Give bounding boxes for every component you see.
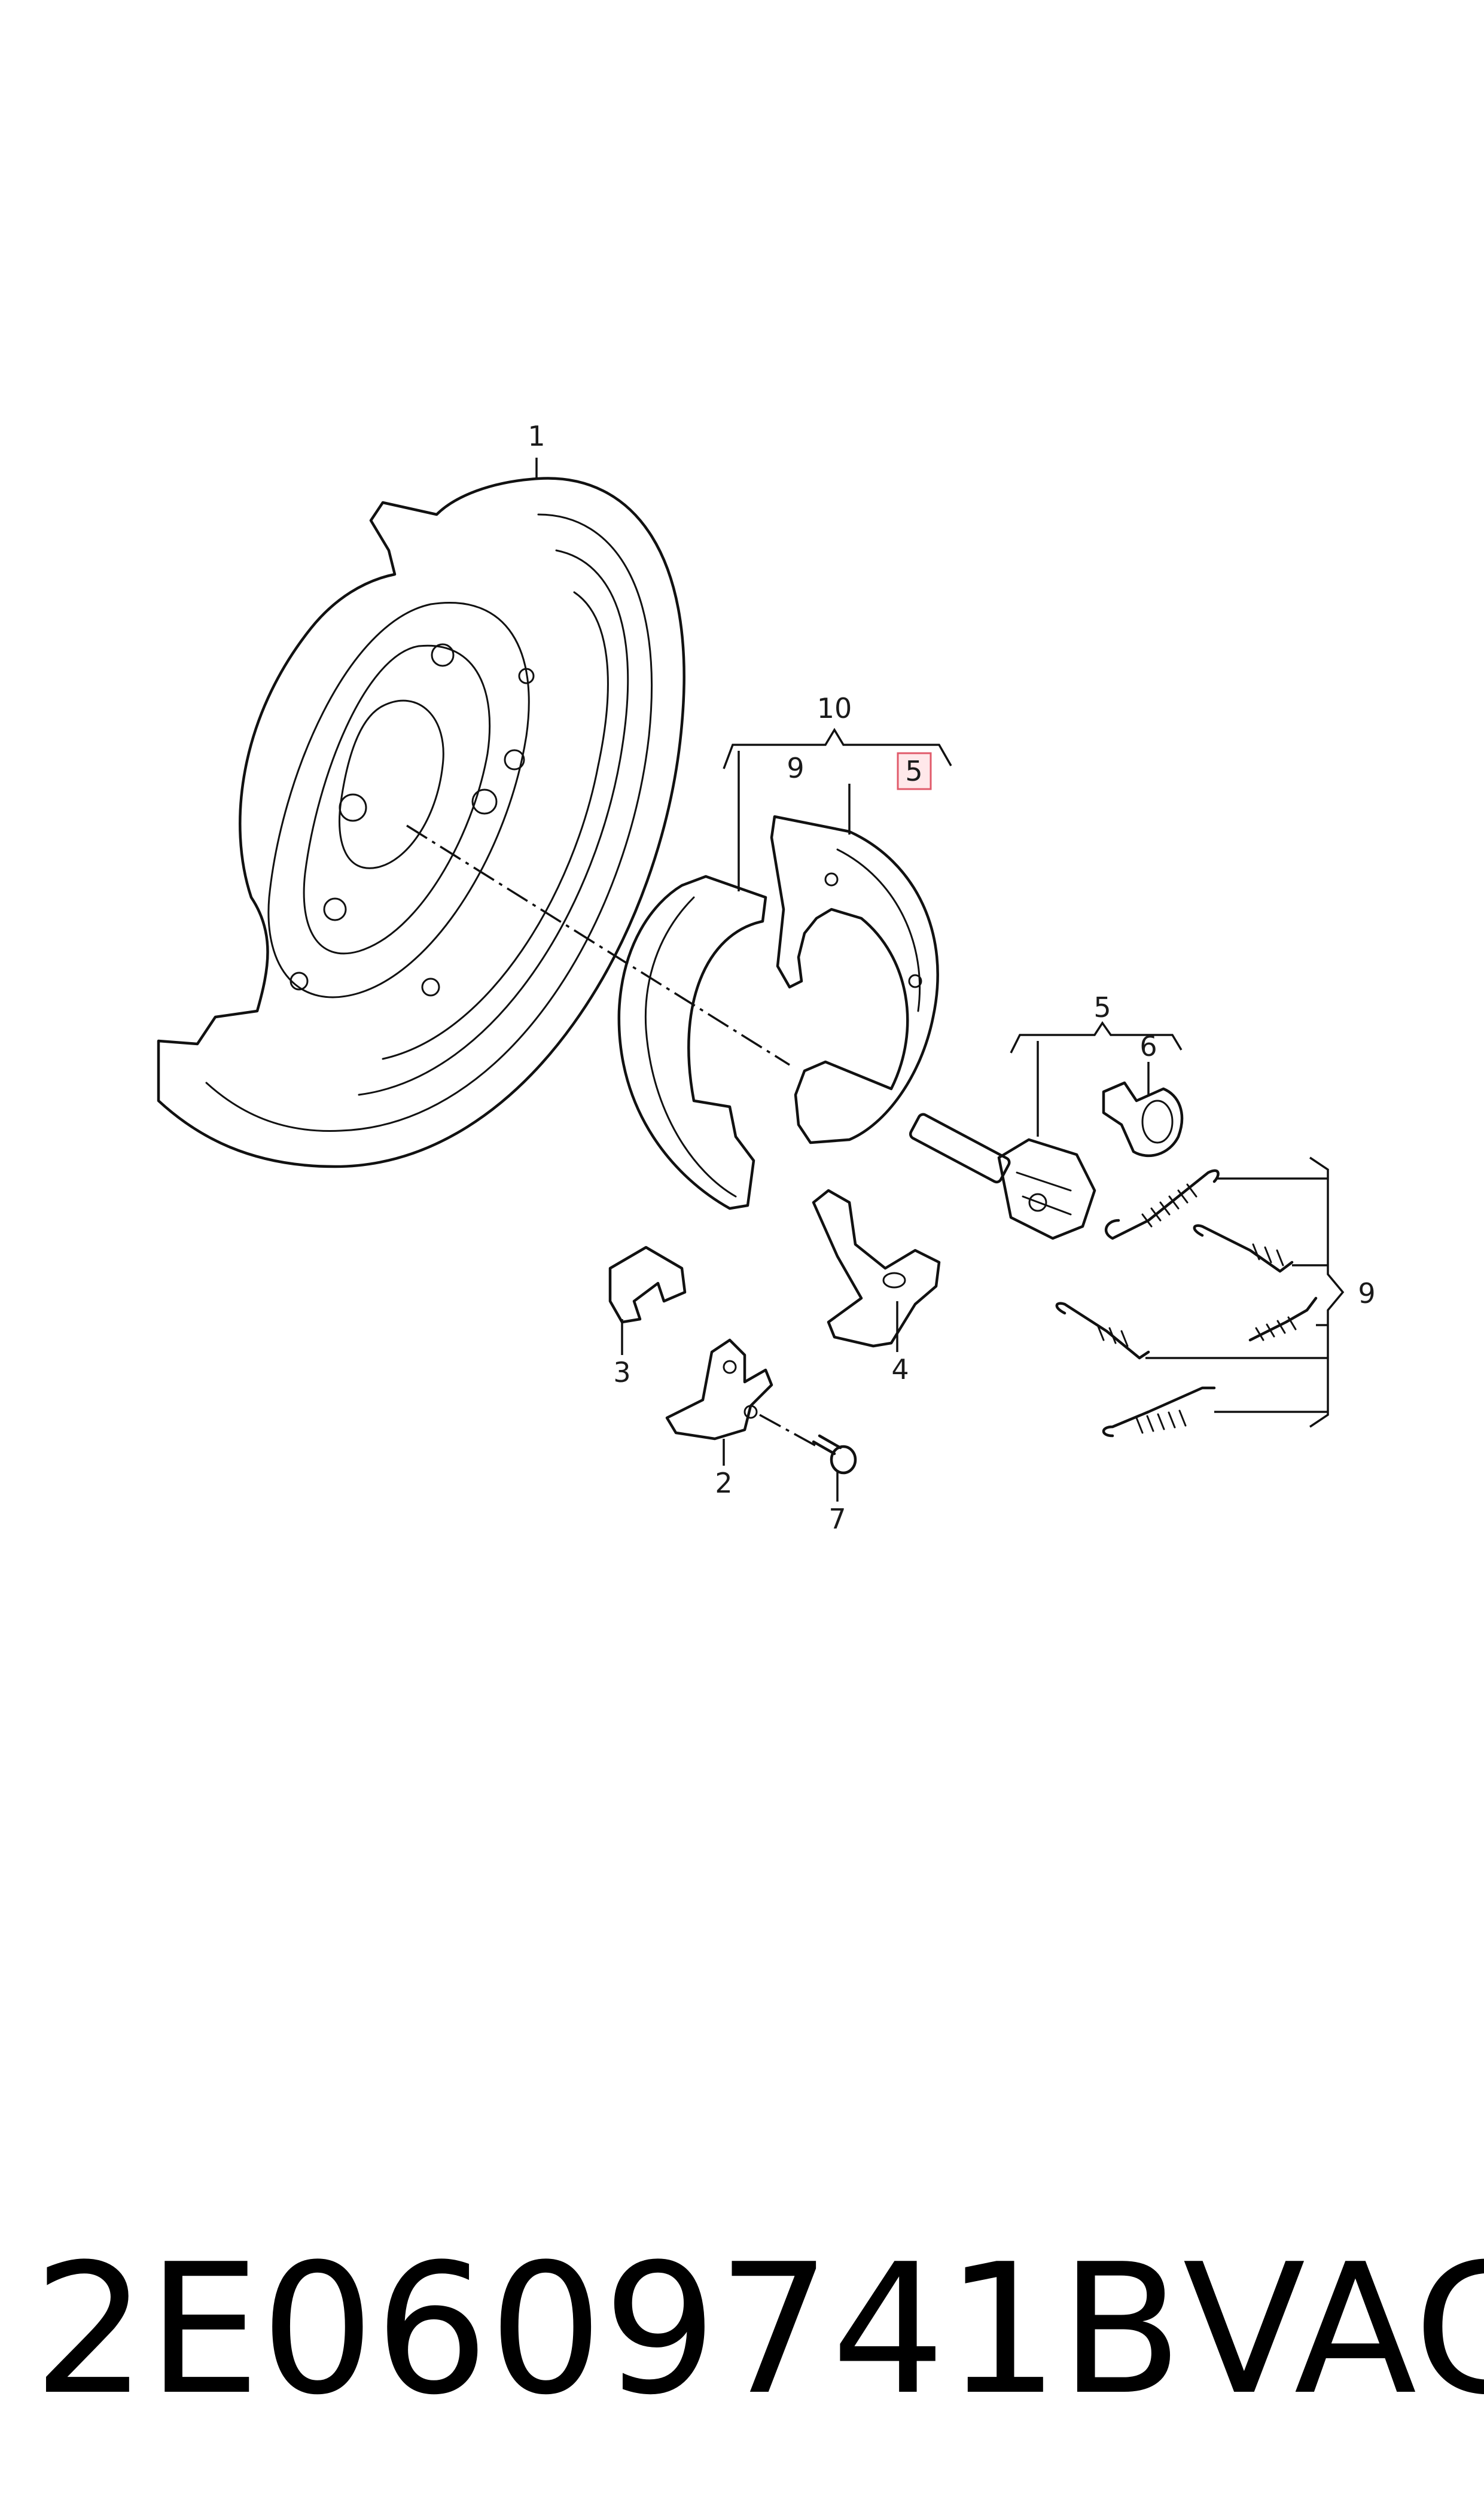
callout-7: 7 [828,1503,846,1535]
adjuster-pin [1102,1081,1184,1158]
callout-5-highlight-box [897,752,932,790]
shoe-clip [608,1246,687,1324]
callout-5-highlighted: 5 [905,755,922,787]
mounting-bracket [665,1338,773,1441]
callout-6: 6 [1139,1030,1157,1062]
callout-4: 4 [891,1353,909,1386]
callout-9-right: 9 [1358,1277,1375,1310]
callout-2: 2 [715,1467,732,1499]
callout-1: 1 [528,420,545,452]
return-springs [1055,1169,1318,1438]
part-number: 2E0609741B [33,2225,1183,2434]
axis-centerline [406,824,790,1066]
callout-5: 5 [1093,991,1111,1024]
backing-plate [157,477,685,1168]
callout-10: 10 [817,692,852,724]
leader-lines [535,458,1345,1502]
brand-name: VAG [1183,2225,1484,2434]
brake-shoe-rear [617,875,767,1210]
parking-lever [812,1189,941,1348]
brake-shoe-front [770,815,939,1144]
callout-9-top: 9 [787,752,804,784]
screw [759,1414,857,1475]
caption-bar: 2E0609741B VAG [33,2222,1484,2438]
callout-3: 3 [613,1356,630,1389]
adjuster-assembly [909,1113,1096,1240]
